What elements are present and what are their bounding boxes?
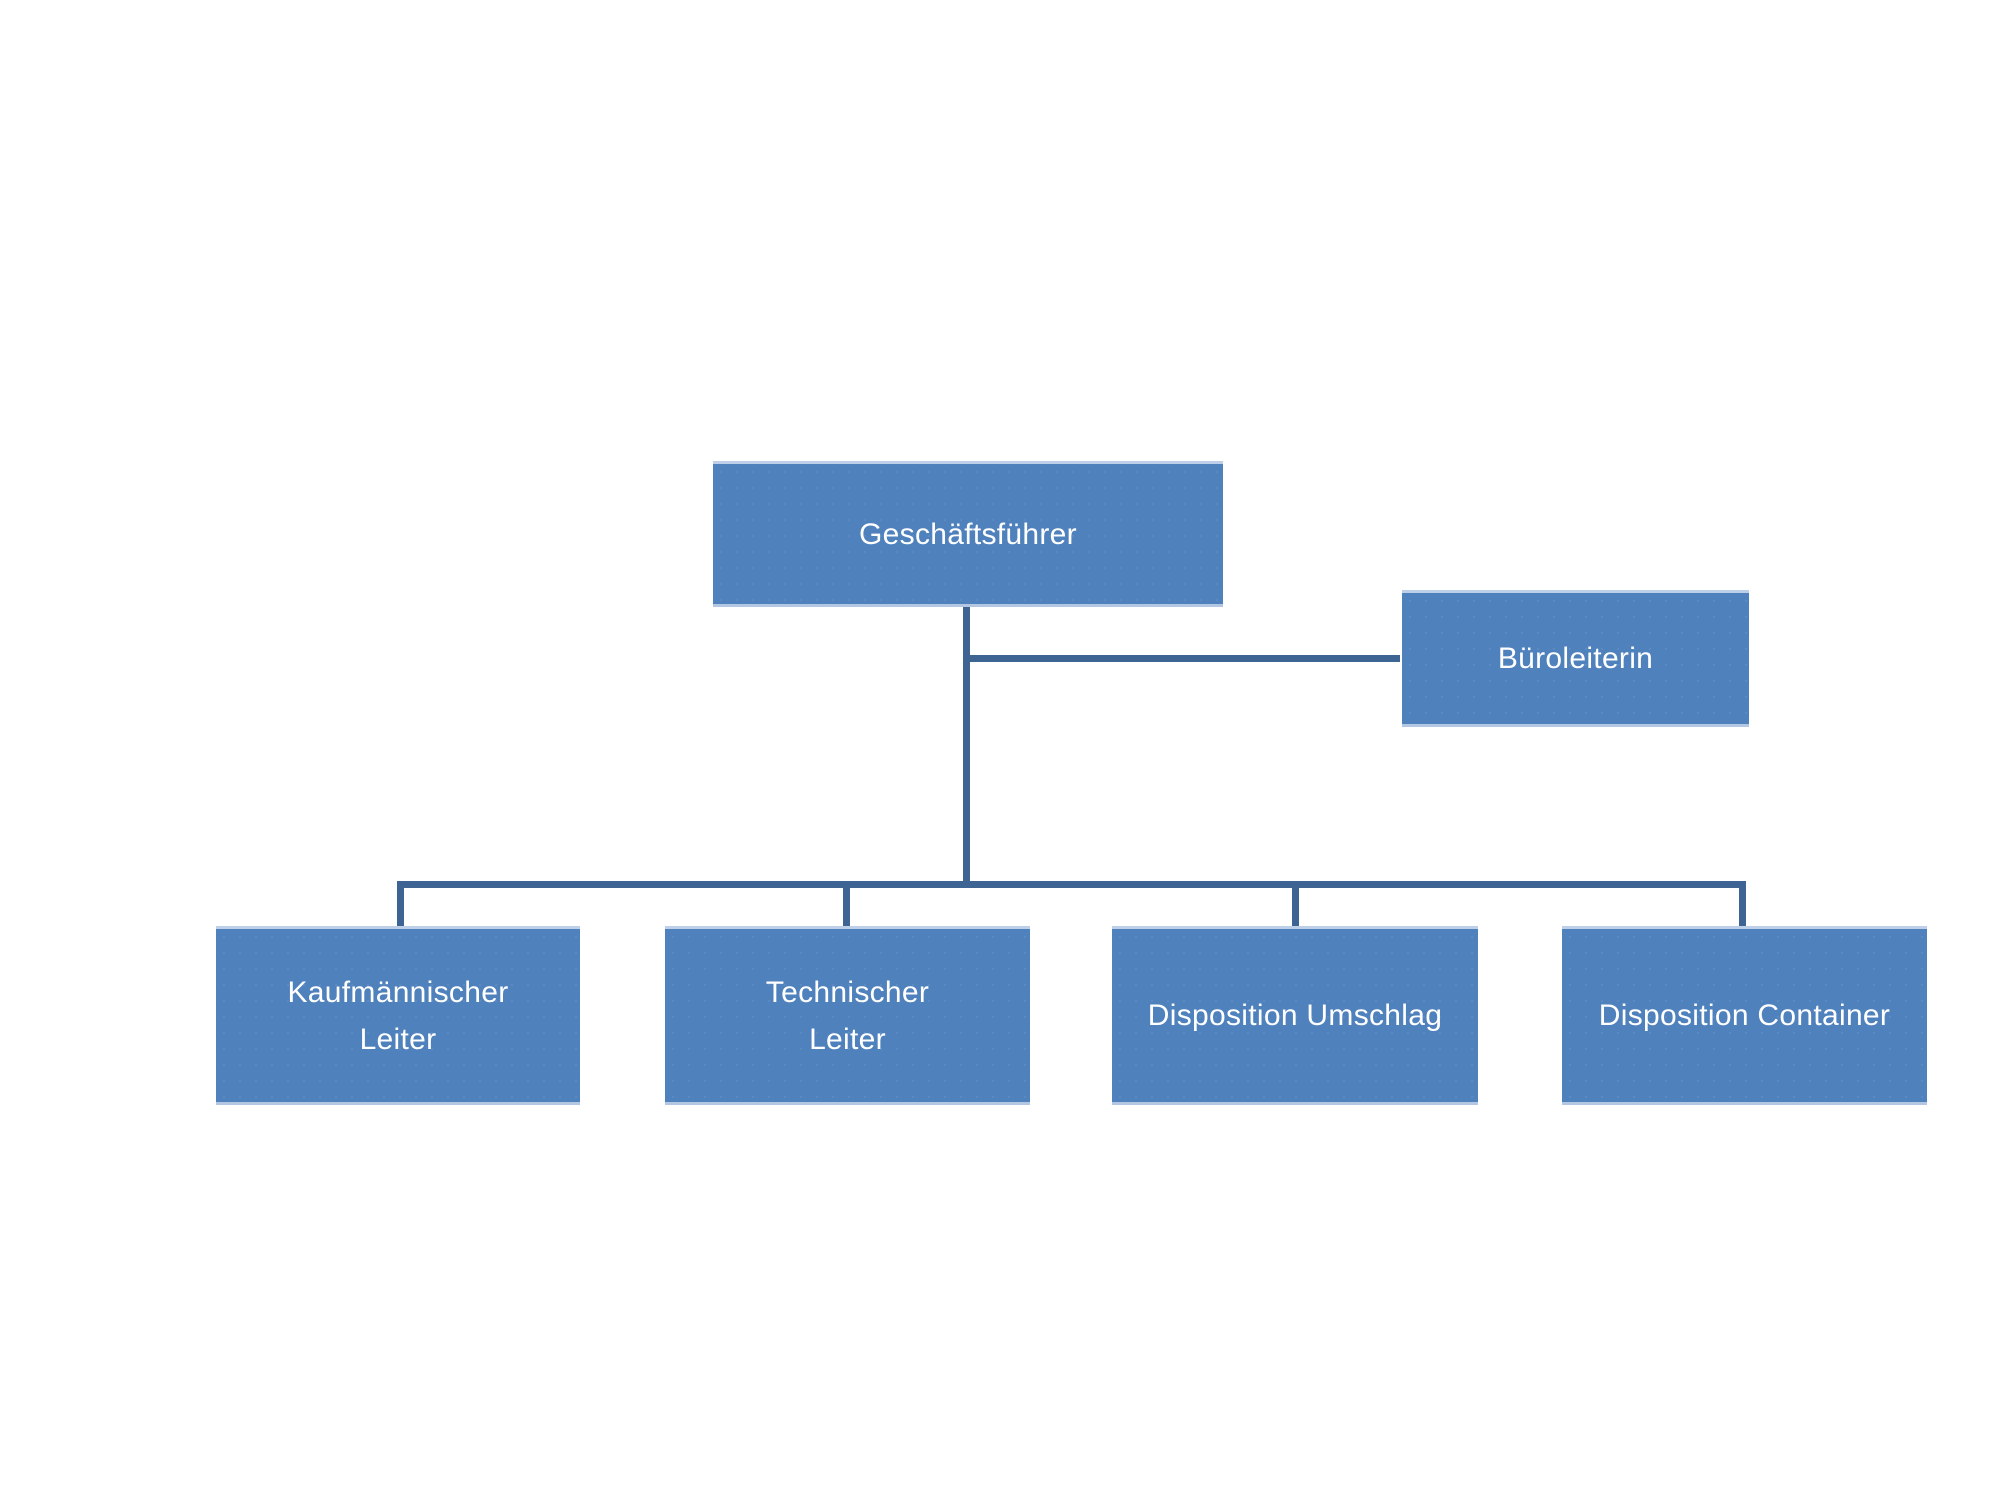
org-node-kaufmaennischer-leiter-label: Kaufmännischer Leiter [287,975,509,1056]
connector-bus-horizontal [397,881,1746,888]
org-node-kaufmaennischer-leiter: Kaufmännischer Leiter [216,926,580,1105]
org-node-technischer-leiter: Technischer Leiter [665,926,1030,1105]
org-node-disposition-umschlag: Disposition Umschlag [1112,926,1478,1105]
org-node-disposition-umschlag-label: Disposition Umschlag [1147,999,1443,1032]
connector-drop-disposition-umschlag [1292,881,1299,926]
org-node-geschaeftsfuehrer: Geschäftsführer [713,461,1223,607]
org-node-bueroleiterin-label: Büroleiterin [1497,642,1654,675]
connector-drop-technischer [843,881,850,926]
org-node-bueroleiterin: Büroleiterin [1402,590,1749,727]
connector-drop-kaufmaennischer [397,881,404,926]
connector-branch-bueroleiterin [963,655,1400,662]
org-node-geschaeftsfuehrer-label: Geschäftsführer [859,517,1077,551]
connector-stem-vertical [963,607,970,888]
connector-drop-disposition-container [1739,881,1746,926]
org-node-technischer-leiter-label: Technischer Leiter [765,975,930,1056]
org-node-disposition-container: Disposition Container [1562,926,1927,1105]
org-node-disposition-container-label: Disposition Container [1598,999,1891,1032]
